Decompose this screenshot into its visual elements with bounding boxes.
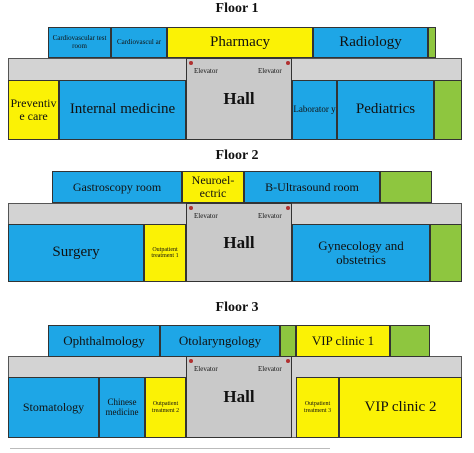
gastroscopy-room: Gastroscopy room <box>52 171 182 203</box>
outpatient-treatment-2-label: Outpatient treatment 2 <box>151 401 180 414</box>
floor-1-hall-label: Hall <box>223 89 255 109</box>
pharmacy-label: Pharmacy <box>210 33 270 50</box>
cardiovascular-room-label: Cardiovascul ar <box>116 37 162 46</box>
b-ultrasound-room: B-Ultrasound room <box>244 171 380 203</box>
internal-medicine-label: Internal medicine <box>69 101 176 118</box>
elevator-marker-icon <box>189 359 193 363</box>
floor-2-hall-label: Hall <box>223 232 255 252</box>
outpatient-treatment-1-label: Outpatient treatment 1 <box>151 246 179 259</box>
neuroelectric-label: Neuroel-ectric <box>191 173 235 200</box>
floor-1-hall: Hall <box>186 58 292 140</box>
bottom-divider <box>10 448 330 449</box>
floor-3-title: Floor 3 <box>215 300 259 315</box>
gynecology-obstetrics-label: Gynecology and obstetrics <box>318 238 404 267</box>
floor-3-elevator-right: Elevator <box>258 365 282 373</box>
vip-clinic-1-room: VIP clinic 1 <box>296 325 390 357</box>
floor-2-green-block <box>430 224 462 282</box>
outpatient-treatment-2-room: Outpatient treatment 2 <box>145 377 186 438</box>
elevator-marker-icon <box>286 61 290 65</box>
floor-3-hall: Hall <box>186 356 292 438</box>
elevator-marker-icon <box>286 359 290 363</box>
stomatology-room: Stomatology <box>8 377 99 438</box>
preventive-care-room: Preventiv e care <box>8 80 59 140</box>
floor-1-title: Floor 1 <box>215 1 259 16</box>
elevator-marker-icon <box>189 61 193 65</box>
surgery-label: Surgery <box>52 244 100 261</box>
floor-2-green-block-top <box>380 171 432 203</box>
chinese-medicine-room: Chinese medicine <box>99 377 145 438</box>
pediatrics-room: Pediatrics <box>337 80 434 140</box>
floor-2-title: Floor 2 <box>215 148 259 163</box>
floor-2-hall: Hall <box>186 203 292 282</box>
floor-1-green-strip <box>428 27 436 58</box>
laboratory-label: Laborator y <box>293 104 336 115</box>
radiology-label: Radiology <box>339 33 402 50</box>
gynecology-obstetrics-room: Gynecology and obstetrics <box>292 224 430 282</box>
vip-clinic-2-label: VIP clinic 2 <box>364 398 437 415</box>
ophthalmology-room: Ophthalmology <box>48 325 160 357</box>
floor-2-elevator-right: Elevator <box>258 212 282 220</box>
internal-medicine-room: Internal medicine <box>59 80 186 140</box>
vip-clinic-1-label: VIP clinic 1 <box>311 333 375 349</box>
chinese-medicine-label: Chinese medicine <box>105 397 139 417</box>
stomatology-label: Stomatology <box>22 400 85 415</box>
radiology-room: Radiology <box>313 27 428 58</box>
cardiovascular-test-room-label: Cardiovascular test room <box>52 34 107 50</box>
elevator-marker-icon <box>286 206 290 210</box>
preventive-care-label: Preventiv e care <box>10 96 57 123</box>
neuroelectric-room: Neuroel-ectric <box>182 171 244 203</box>
floor-2-elevator-left: Elevator <box>194 212 218 220</box>
ophthalmology-label: Ophthalmology <box>63 333 145 349</box>
floor-1-green-block <box>434 80 462 140</box>
floor-1-elevator-left: Elevator <box>194 67 218 75</box>
gastroscopy-label: Gastroscopy room <box>72 179 162 194</box>
outpatient-treatment-3-room: Outpatient treatment 3 <box>296 377 339 438</box>
pharmacy-room: Pharmacy <box>167 27 313 58</box>
cardiovascular-test-room: Cardiovascular test room <box>48 27 111 58</box>
otolaryngology-label: Otolaryngology <box>178 333 262 349</box>
floor-3-hall-label: Hall <box>223 387 255 407</box>
laboratory-room: Laborator y <box>292 80 337 140</box>
vip-clinic-2-room: VIP clinic 2 <box>339 377 462 438</box>
surgery-room: Surgery <box>8 224 144 282</box>
pediatrics-label: Pediatrics <box>355 101 416 118</box>
floor-3-green-strip <box>280 325 296 357</box>
otolaryngology-room: Otolaryngology <box>160 325 280 357</box>
cardiovascular-room: Cardiovascul ar <box>111 27 167 58</box>
floor-1-elevator-right: Elevator <box>258 67 282 75</box>
b-ultrasound-label: B-Ultrasound room <box>265 179 359 194</box>
floor-3-green-block-top <box>390 325 430 357</box>
outpatient-treatment-3-label: Outpatient treatment 3 <box>303 401 332 414</box>
outpatient-treatment-1-room: Outpatient treatment 1 <box>144 224 186 282</box>
floor-3-elevator-left: Elevator <box>194 365 218 373</box>
elevator-marker-icon <box>189 206 193 210</box>
